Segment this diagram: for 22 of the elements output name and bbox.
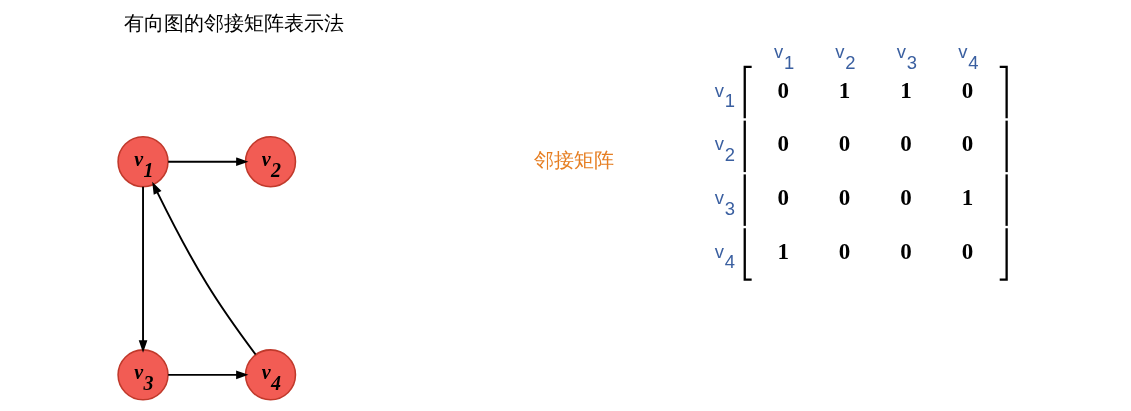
arrow: [138, 185, 147, 353]
diagram-title: 有向图的邻接矩阵表示法: [123, 12, 344, 35]
label: 1: [899, 76, 912, 103]
label: 1: [961, 184, 973, 211]
label: 0: [899, 184, 912, 211]
label: 邻接矩阵: [533, 148, 614, 171]
arrow: [151, 181, 256, 356]
label: 0: [776, 184, 789, 211]
arrow: [166, 370, 248, 380]
label: 0: [838, 184, 850, 211]
label: 0: [838, 237, 850, 264]
label: 1: [776, 237, 789, 264]
label: 0: [961, 76, 973, 103]
label: 0: [961, 130, 973, 157]
label: 0: [899, 130, 912, 157]
label: 0: [899, 237, 912, 264]
label: 0: [776, 76, 789, 103]
label: 0: [776, 130, 789, 157]
label: 0: [961, 237, 973, 264]
label: 0: [838, 130, 850, 157]
label: 1: [838, 76, 850, 103]
arrow: [166, 157, 248, 167]
